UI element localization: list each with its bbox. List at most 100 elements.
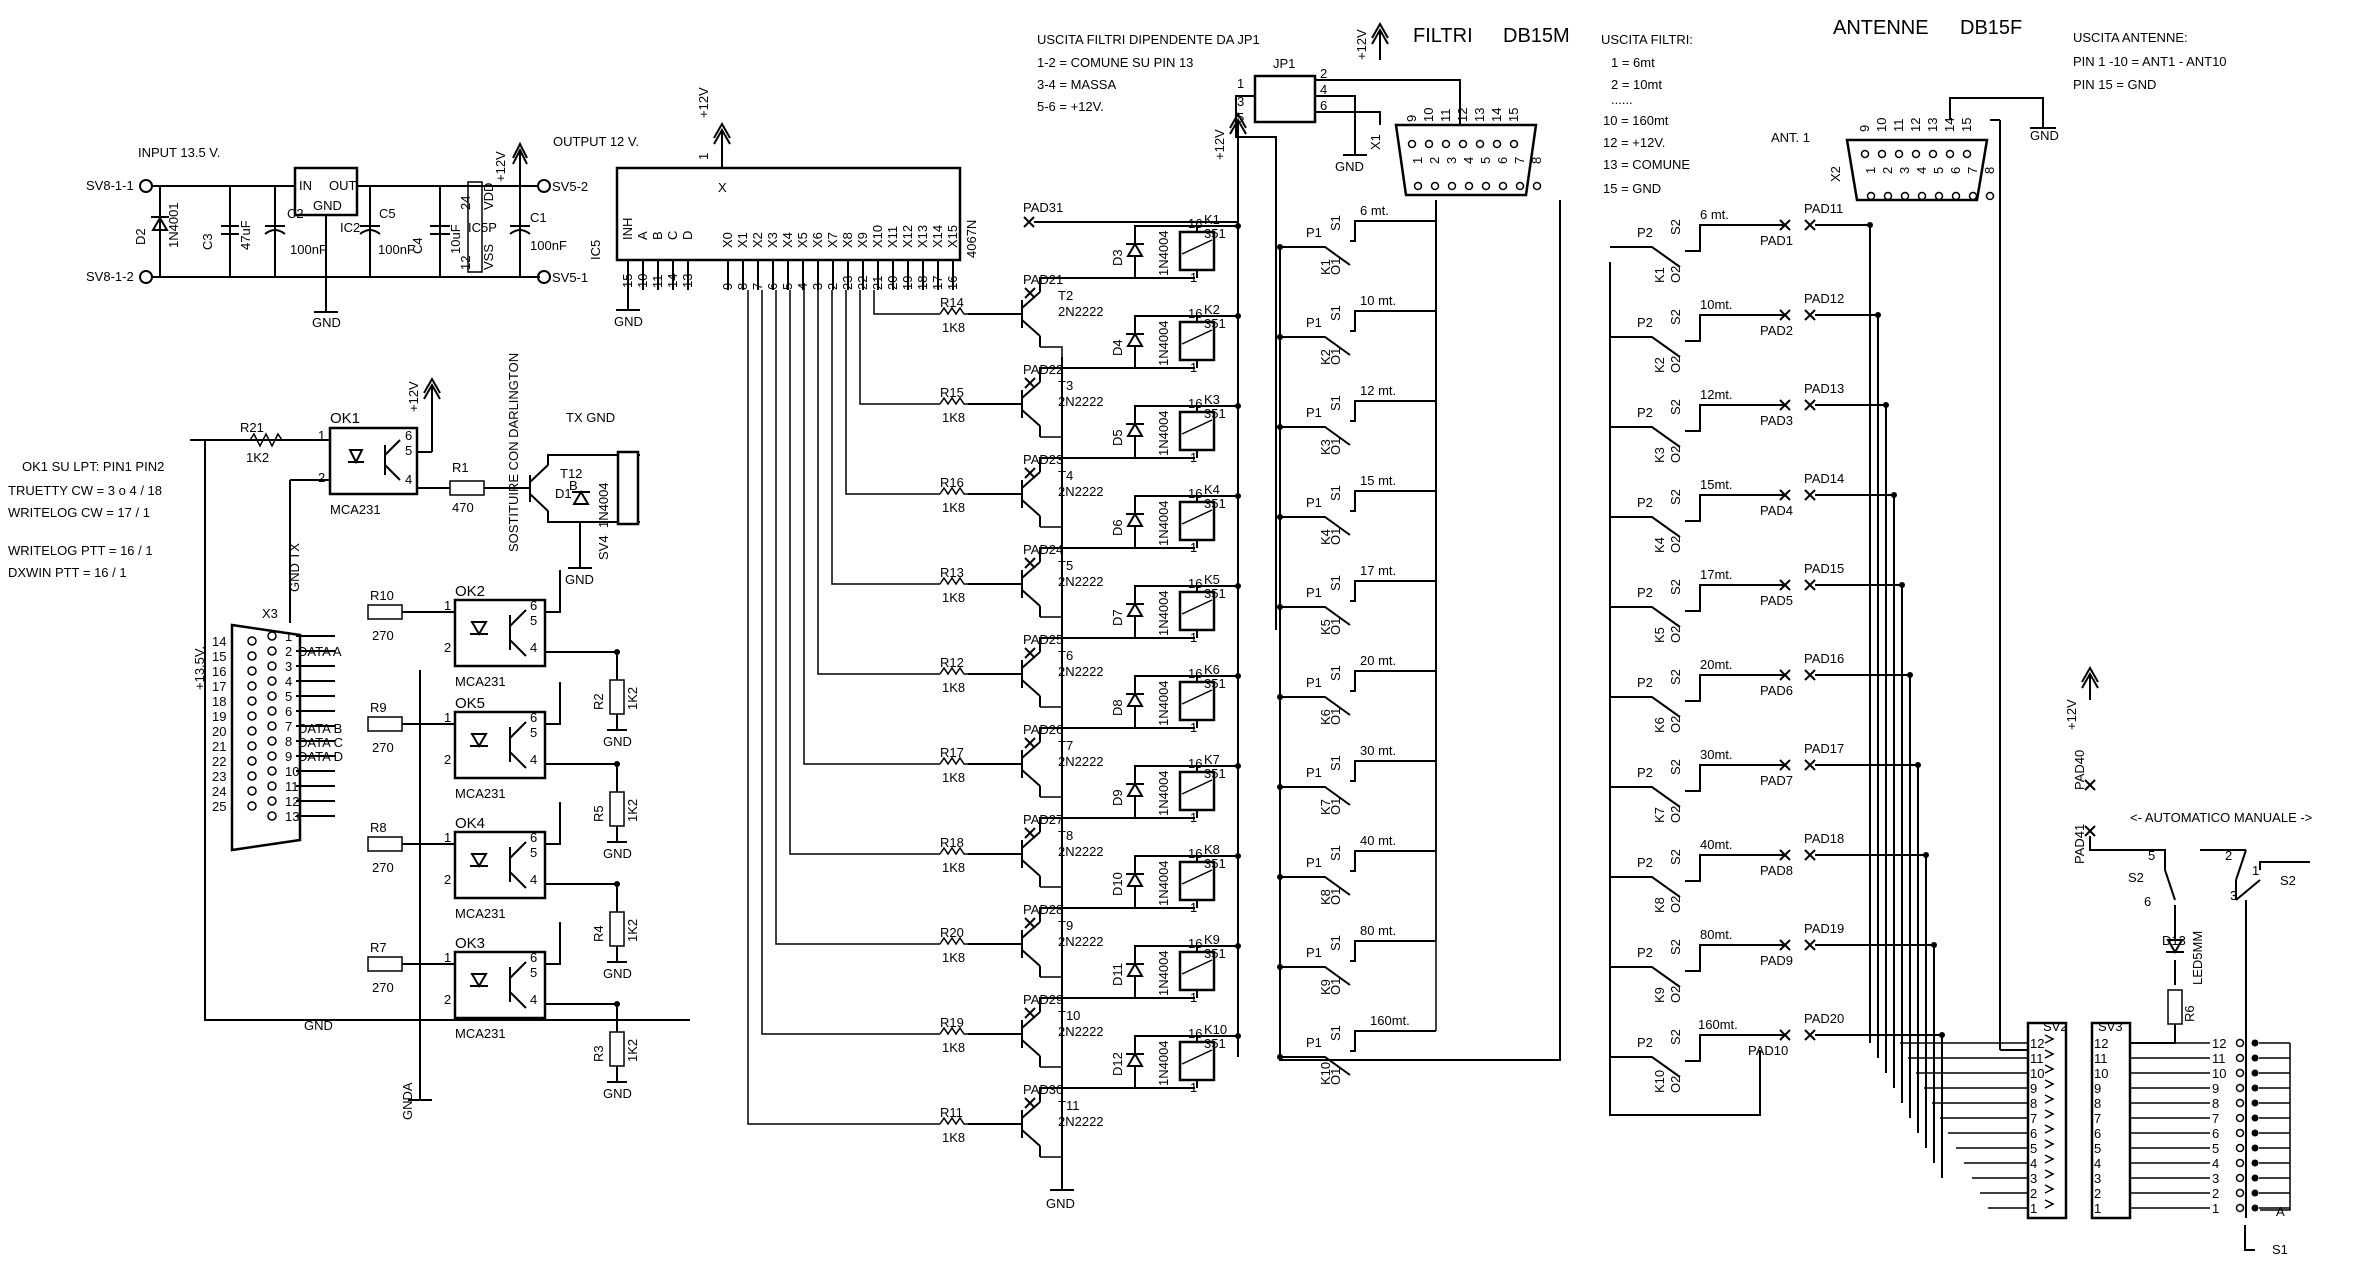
pulldown-wires: [607, 652, 627, 731]
pad31-marker[interactable]: [1023, 137, 1239, 228]
sv3-tap[interactable]: [2235, 1098, 2245, 1108]
s1-rotary[interactable]: [2244, 1225, 2255, 1251]
lpt-note-line: WRITELOG CW = 17 / 1: [8, 505, 150, 520]
db15-pin: [1883, 191, 1893, 201]
r1-resistor: [449, 480, 485, 496]
x3-left-pin: 15: [212, 649, 226, 664]
antenna-pad-b-marker: [1779, 669, 1791, 681]
c5-cap: [359, 225, 381, 235]
db15-pin: [1430, 181, 1440, 191]
ok1-pin: 6: [405, 428, 412, 443]
relay-pin: 1: [1190, 360, 1197, 375]
antenna-pad-b: PAD7: [1760, 773, 1793, 788]
antenna-pad-b: PAD1: [1760, 233, 1793, 248]
pad-label: PAD24: [1023, 542, 1063, 557]
db15-pin: [1985, 191, 1995, 201]
r21-label: R21: [240, 420, 264, 435]
lpt-note-line: TRUETTY CW = 3 o 4 / 18: [8, 483, 162, 498]
opto-element: [470, 721, 527, 769]
sv2-pin: 7: [2030, 1111, 2037, 1126]
ic5-pins: INH15A10B11C14D13X09X18X27X36X45X54X63X7…: [620, 218, 960, 290]
sv3-tap[interactable]: [2235, 1083, 2245, 1093]
antenna-band-label: 10mt.: [1700, 297, 1733, 312]
transistor-value: 2N2222: [1058, 394, 1104, 409]
ic2-label: IC2: [340, 220, 360, 235]
antenna-band-label: 80mt.: [1700, 927, 1733, 942]
sv3-tap[interactable]: [2235, 1053, 2245, 1063]
contact-o1: O1: [1328, 708, 1343, 725]
filter-band-label: 80 mt.: [1360, 923, 1396, 938]
c3-label: C3: [200, 233, 215, 250]
x3-left-pin: 16: [212, 664, 226, 679]
sv3-tap-number: 4: [2212, 1156, 2219, 1171]
base-resistor: [939, 936, 968, 946]
sv2-arrow: [2044, 1169, 2055, 1179]
emitter-wire: [1040, 436, 1063, 447]
pulldown-value: 1K2: [625, 687, 640, 710]
sv3-tap-number: 10: [2212, 1066, 2226, 1081]
filter-band-label: 20 mt.: [1360, 653, 1396, 668]
npn-transistor: [1021, 291, 1041, 347]
contact-o1: O1: [1328, 888, 1343, 905]
opto-pin: 6: [530, 598, 537, 613]
opto-label: OK5: [455, 695, 485, 712]
sv3-connector: [2090, 1021, 2132, 1220]
s2-switch-a[interactable]: [2164, 869, 2176, 985]
opto-pin: 4: [530, 752, 537, 767]
sv2-arrow: [2044, 1079, 2055, 1089]
sv3-tap[interactable]: [2235, 1038, 2245, 1048]
diode-label: D12: [1110, 1052, 1125, 1076]
pad41-label: PAD41: [2072, 824, 2087, 864]
antenna-contact: [1610, 944, 1785, 988]
sv3-tap[interactable]: [2235, 1113, 2245, 1123]
ic5-x-label: X11: [885, 226, 900, 248]
opto-pin: 2: [444, 992, 451, 1007]
db15-pin-number: 6: [1495, 157, 1510, 164]
pad41-marker[interactable]: [2084, 825, 2246, 870]
db15-pin: [1464, 181, 1474, 191]
junction: [614, 1001, 620, 1007]
x3-right-pin: 12: [285, 794, 299, 809]
sv3-tap[interactable]: [2235, 1128, 2245, 1138]
x3-pin-dot: [247, 786, 257, 796]
relay-label: K8: [1204, 842, 1220, 857]
diode-value: 1N4004: [1156, 320, 1171, 366]
sv3-tap[interactable]: [2235, 1158, 2245, 1168]
diode-label: D10: [1110, 872, 1125, 896]
base-resistor-value: 1K8: [942, 1130, 965, 1145]
s2-switch-b[interactable]: [2235, 849, 2310, 901]
s2b-pin: 3: [2230, 888, 2237, 903]
jp1-pin: 2: [1320, 66, 1327, 81]
db15-pin: [1424, 139, 1434, 149]
pad40-marker[interactable]: [2084, 779, 2096, 791]
sv3-pin: 5: [2094, 1141, 2101, 1156]
sv3-tap[interactable]: [2235, 1143, 2245, 1153]
opto-pin: 4: [530, 872, 537, 887]
diode-label: D5: [1110, 429, 1125, 446]
db15-pin: [1407, 139, 1417, 149]
db15-pin-number: 4: [1461, 157, 1476, 164]
opto-wires: [402, 570, 620, 653]
x3-right-pin: 8: [285, 734, 292, 749]
opto-pin: 5: [530, 965, 537, 980]
pad-marker: [1024, 287, 1036, 299]
sv3-tap[interactable]: [2235, 1173, 2245, 1183]
sv3-tap[interactable]: [2235, 1203, 2245, 1213]
sv3-tap[interactable]: [2235, 1188, 2245, 1198]
filter-band-label: 12 mt.: [1360, 383, 1396, 398]
db15-pin: [1911, 149, 1921, 159]
antenna-pad-b-marker: [1779, 399, 1791, 411]
sv3-tap[interactable]: [2235, 1068, 2245, 1078]
x3-right-pin: 9: [285, 749, 292, 764]
mux-trace: [859, 290, 940, 405]
c1-cap: [509, 225, 531, 235]
antenna-pad-b-marker: [1779, 309, 1791, 321]
transistor-value: 2N2222: [1058, 574, 1104, 589]
db15-pin-number: 5: [1478, 157, 1493, 164]
opto-resistor-label: R9: [370, 700, 387, 715]
diode-label: D7: [1110, 609, 1125, 626]
ic5-ctrl-label: B: [650, 231, 665, 240]
relay-coil: [1178, 230, 1216, 272]
sv3-tap-dot: [2251, 1039, 2259, 1047]
